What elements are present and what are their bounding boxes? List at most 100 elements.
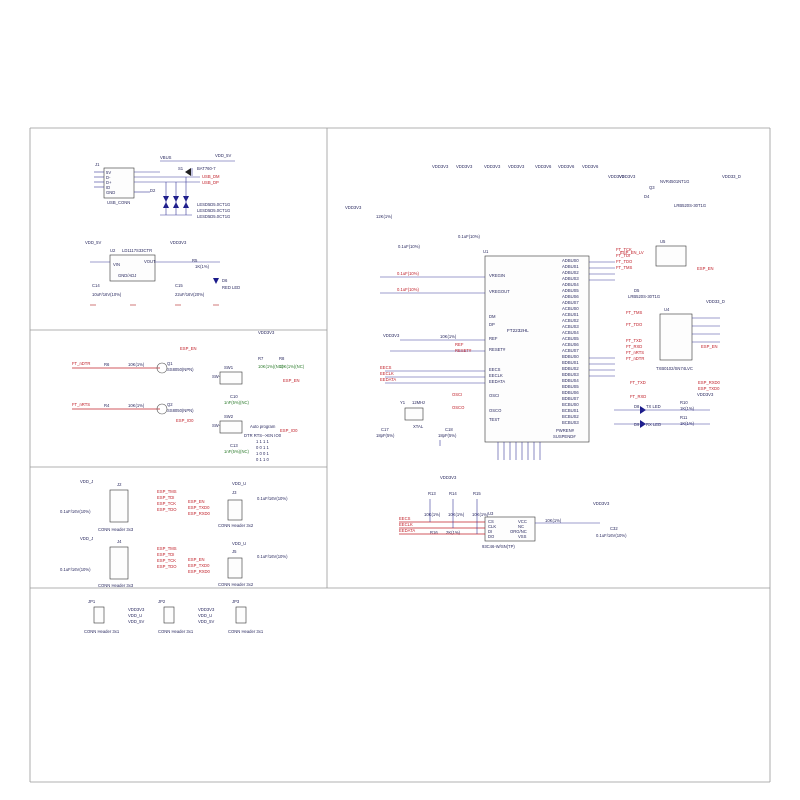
ee-org: ORG/NC bbox=[510, 529, 527, 534]
s1-ref: S1 bbox=[178, 166, 184, 171]
ft-osco-label: OSCO bbox=[452, 405, 465, 410]
r4-val: 10K(1%) bbox=[128, 403, 145, 408]
ft-test: TEST bbox=[489, 417, 500, 422]
lv-esp-rxd: ESP_RXD0 bbox=[698, 380, 721, 385]
u5-chip bbox=[655, 245, 687, 267]
jp2-pin-3: VDD_5V bbox=[198, 619, 214, 624]
r7-ref: R7 bbox=[258, 356, 264, 361]
r14-ref: R14 bbox=[449, 491, 457, 496]
ft-osci-label: OSCI bbox=[452, 392, 462, 397]
adbus-0: ADBUS0 bbox=[562, 258, 579, 263]
c14-val: 10uF/16V(10%) bbox=[92, 292, 122, 297]
jp3-label: CONN Header 3x1 bbox=[228, 629, 264, 634]
ft-rail-8: VDD3V3 bbox=[608, 174, 625, 179]
ft-rail-r: VDD3V3 bbox=[383, 333, 400, 338]
esp-en-label-2: ESP_EN bbox=[283, 378, 300, 383]
regulator-block: VDD_5V VDD3V3 U2 LD1117S33CTR VIN VOUT G… bbox=[85, 240, 240, 306]
j4-ref: J4 bbox=[117, 539, 122, 544]
sw2-ref: SW2 bbox=[224, 414, 234, 419]
jp2-ref: JP2 bbox=[158, 599, 166, 604]
ee-sig-cs: EECS bbox=[399, 516, 411, 521]
ft-ref: REF bbox=[489, 336, 498, 341]
ft-chip-label: FT2232HL bbox=[507, 328, 529, 333]
bcbus-1: BCBUS1 bbox=[562, 408, 579, 413]
ft-osci: OSCI bbox=[489, 393, 499, 398]
c17-ref: C17 bbox=[381, 427, 389, 432]
sig-d-1: ESP_EN bbox=[188, 557, 205, 562]
ft-rail-6: VDD3V6 bbox=[558, 164, 575, 169]
jp3-ref: JP3 bbox=[232, 599, 240, 604]
ft-nrts-label: FT_nRTS bbox=[72, 402, 90, 407]
q1-part: SS8050(NPN) bbox=[167, 367, 194, 372]
c10-ref: C10 bbox=[230, 394, 238, 399]
ft-vregin: VREGIN bbox=[489, 273, 505, 278]
sig-d-3: ESP_RXD0 bbox=[188, 569, 211, 574]
r16-val: 2K(1%) bbox=[446, 530, 461, 535]
npn-transistor-icon bbox=[156, 362, 168, 374]
bcbus-0: BCBUS0 bbox=[562, 402, 579, 407]
adbus-5: ADBUS5 bbox=[562, 288, 579, 293]
h-vddu-1: VDD_U bbox=[232, 481, 246, 486]
r4-ref: R4 bbox=[104, 403, 110, 408]
ft-uart-dtr: FT_nDTR bbox=[626, 356, 644, 361]
ft-c-a: 0.1uF(10%) bbox=[397, 271, 419, 276]
bdbus-1: BDBUS1 bbox=[562, 360, 579, 365]
autoprog-header: DTR RTS-->EN IO0 bbox=[244, 433, 282, 438]
ft-uart-txd: FT_TXD bbox=[626, 338, 642, 343]
j3-label: CONN Header 3x2 bbox=[218, 523, 254, 528]
acbus-pins: ACBUS0 ACBUS1 ACBUS2 ACBUS3 ACBUS4 ACBUS… bbox=[562, 306, 579, 353]
ft-eecs: EECS bbox=[489, 367, 501, 372]
ft-sig-tms: FT_TMS bbox=[616, 265, 632, 270]
esp-en-lv-2: ESP_EN bbox=[697, 266, 714, 271]
ft-dp: DP bbox=[489, 322, 495, 327]
u4-ref: U4 bbox=[664, 307, 670, 312]
c15-val: 22uF/16V(20%) bbox=[175, 292, 205, 297]
ft-pwren: PWREN# bbox=[556, 428, 575, 433]
esp-en-label: ESP_EN bbox=[180, 346, 197, 351]
r8-val: 10K(1%)(NC) bbox=[279, 364, 305, 369]
usb-pin-4: ID bbox=[106, 185, 110, 190]
ft-rail-3: VDD3V3 bbox=[484, 164, 501, 169]
ee-di: DI bbox=[488, 529, 492, 534]
q3-part: NVR4501NT1G bbox=[660, 179, 689, 184]
ee-sig-data: EEDATA bbox=[399, 528, 415, 533]
j4-header bbox=[109, 546, 129, 580]
d2-ref: D2 bbox=[150, 188, 156, 193]
usb-conn-label: USB_CONN bbox=[107, 200, 130, 205]
s1-part: BAT760-7 bbox=[197, 166, 216, 171]
sig-a-4: ESP_TDO bbox=[157, 507, 177, 512]
ft-rail-1: VDD3V3 bbox=[432, 164, 449, 169]
j2-cap: 0.1uF/16V(10%) bbox=[60, 509, 91, 514]
ft-rail-7: VDD3V6 bbox=[582, 164, 599, 169]
ft-reset-label: RESET# bbox=[455, 348, 472, 353]
j5-label: CONN Header 3x2 bbox=[218, 582, 254, 587]
level-block: VDD3V3 VDD33_D NVR4501NT1G Q3 D4 LRB520S… bbox=[614, 174, 741, 428]
h-vddu-2: VDD_U bbox=[232, 541, 246, 546]
tx-led-label: TX LED bbox=[646, 404, 661, 409]
u3-ref: U3 bbox=[488, 511, 494, 516]
lv-sig-tms: FT_TMS bbox=[626, 310, 642, 315]
jp3-header bbox=[235, 606, 247, 624]
j2-header bbox=[109, 489, 129, 523]
sig-b-2: ESP_TXD0 bbox=[188, 505, 210, 510]
h-vddj-2: VDD_J bbox=[80, 536, 93, 541]
r13-ref: R13 bbox=[428, 491, 436, 496]
u4-chip bbox=[659, 313, 693, 361]
h-vddj-1: VDD_J bbox=[80, 479, 93, 484]
u2-vin: VIN bbox=[113, 262, 120, 267]
r10-ref: R10 bbox=[680, 400, 688, 405]
lv-vdd3v3: VDD3V3 bbox=[619, 174, 636, 179]
sw2-button bbox=[219, 420, 243, 434]
ft-xtal-label: XTAL bbox=[413, 424, 424, 429]
c10-val: 1nF(5%)(NC) bbox=[224, 400, 249, 405]
adbus-2: ADBUS2 bbox=[562, 270, 579, 275]
lv-sig-tdo: FT_TDO bbox=[626, 322, 643, 327]
q1-ref: Q1 bbox=[167, 361, 173, 366]
sig-c-2: ESP_TDI bbox=[157, 552, 174, 557]
autoprog-row-4: 0 1 1 0 bbox=[256, 457, 269, 462]
r8-ref: R8 bbox=[279, 356, 285, 361]
ft-rail-4: VDD3V3 bbox=[508, 164, 525, 169]
c13-val: 1nF(5%)(NC) bbox=[224, 449, 249, 454]
lv-ft-txd: FT_TXD bbox=[630, 380, 646, 385]
ft-rail-9: VDD3V3 bbox=[345, 205, 362, 210]
